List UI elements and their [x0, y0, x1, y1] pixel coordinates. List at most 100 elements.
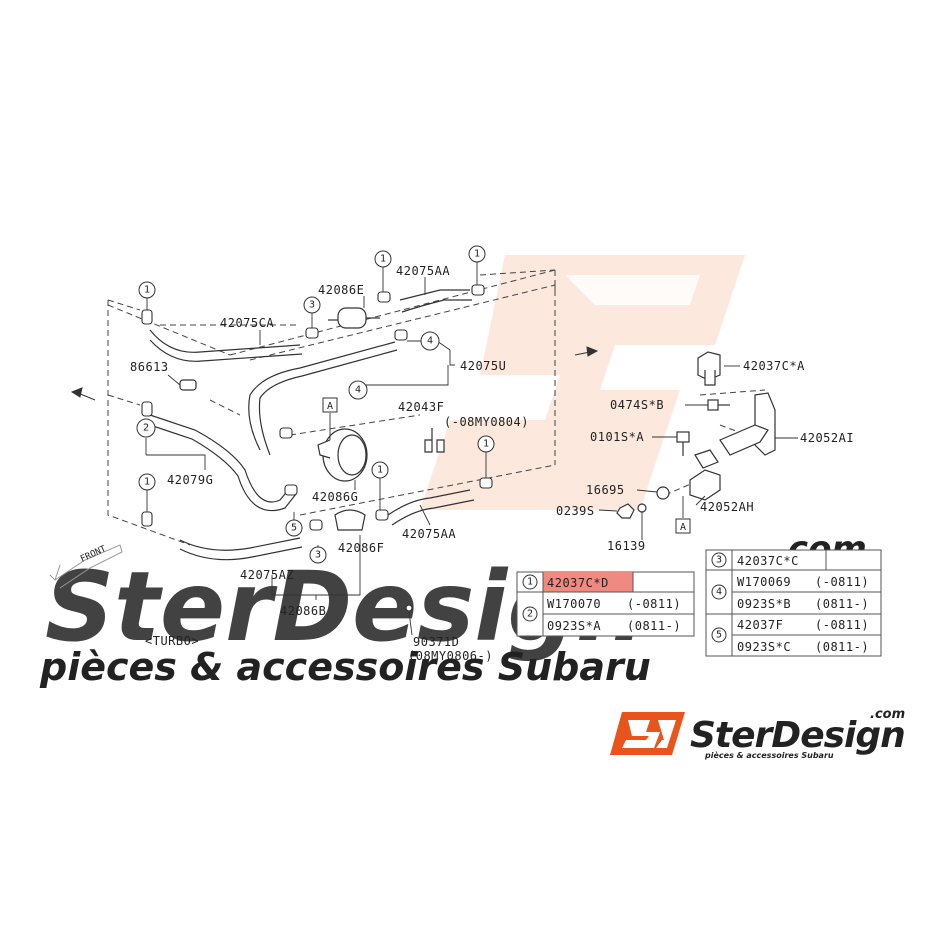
label-42043f-note: (-08MY0804)	[444, 415, 529, 429]
label-42086f: 42086F	[338, 541, 384, 555]
callout-1: 1	[138, 473, 156, 491]
table-right: 3 4 5 42037C*C W170069 (-0811) 0923S*B (…	[705, 549, 882, 657]
table-right-range-4: (-0811)	[815, 618, 869, 632]
callout-1: 1	[374, 250, 392, 268]
svg-text:3: 3	[309, 300, 315, 311]
label-42086b: 42086B	[280, 604, 326, 618]
table-right-range-3: (0811-)	[815, 597, 869, 611]
brand-logo: SterDesign .com pièces & accessoires Sub…	[610, 707, 906, 760]
callout-circles: 1 3 1 1 4 4 2 1 1 1 5 3	[136, 245, 495, 564]
sd-logo-icon	[610, 712, 685, 755]
logo-brand: SterDesign	[690, 715, 905, 756]
label-42075ca: 42075CA	[220, 316, 274, 330]
table-right-range-5: (0811-)	[815, 640, 869, 654]
grommet-16695	[656, 486, 670, 500]
svg-text:1: 1	[483, 439, 489, 450]
callout-2: 2	[136, 418, 156, 438]
callout-1: 1	[477, 435, 495, 453]
connector-86613	[179, 379, 197, 391]
table-left-part-3: 0923S*A	[547, 619, 601, 633]
bracket-42052ai	[719, 392, 776, 456]
table-left-range-2: (-0811)	[627, 597, 681, 611]
callout-4: 4	[348, 380, 368, 400]
label-0239s: 0239S	[556, 504, 595, 518]
svg-text:4: 4	[427, 336, 433, 347]
label-90371d-note: (08MY0806-)	[408, 649, 493, 663]
watermark-tagline: pièces & accessoires Subaru	[39, 645, 651, 689]
callout-3: 3	[309, 546, 327, 564]
watermark-logo-mark	[420, 255, 745, 510]
label-42079g: 42079G	[167, 473, 213, 487]
table-right-ref-3: 3	[716, 555, 722, 566]
label-42086e: 42086E	[318, 283, 364, 297]
valve-42086f	[334, 509, 366, 531]
label-42075u: 42075U	[460, 359, 506, 373]
svg-text:3: 3	[315, 550, 321, 561]
table-right-ref-4: 4	[716, 587, 722, 598]
label-16139: 16139	[607, 539, 646, 553]
table-right-part-5: 0923S*C	[737, 640, 791, 654]
front-arrow-icon	[49, 544, 123, 589]
label-42052ai: 42052AI	[800, 431, 854, 445]
table-right-part-4: 42037F	[737, 618, 783, 632]
label-turbo: <TURBO>	[145, 634, 199, 648]
svg-text:A: A	[327, 401, 333, 412]
table-left-ref-2: 2	[527, 609, 533, 620]
hoses	[149, 289, 475, 561]
clips-42043f	[424, 428, 445, 453]
callout-4: 4	[420, 331, 440, 351]
nut-0239s	[616, 503, 635, 519]
table-right-part-2: W170069	[737, 575, 791, 589]
svg-text:1: 1	[380, 254, 386, 265]
label-42075aa-top: 42075AA	[396, 264, 450, 278]
label-42075aa-bottom: 42075AA	[402, 527, 456, 541]
label-42086g: 42086G	[312, 490, 358, 504]
label-42075az: 42075AZ	[240, 568, 294, 582]
table-right-range-2: (-0811)	[815, 575, 869, 589]
callout-1: 1	[371, 461, 389, 479]
table-left: 1 2 42037C*D W170070 (-0811) 0923S*A (08…	[516, 571, 695, 637]
table-left-part-1: 42037C*D	[547, 576, 609, 590]
part-labels: 42075CA 42086E 42075AA 86613 42075U 4204…	[130, 264, 854, 663]
table-right-ref-5: 5	[716, 630, 722, 641]
washer-16139	[637, 503, 647, 513]
svg-text:1: 1	[377, 465, 383, 476]
svg-text:1: 1	[474, 249, 480, 260]
bolt-0474s-b	[707, 399, 730, 411]
ref-a-boxes: A A	[322, 397, 691, 534]
table-left-highlight	[543, 572, 633, 592]
table-right-part-3: 0923S*B	[737, 597, 791, 611]
label-42052ah: 42052AH	[700, 500, 754, 514]
bracket-42037c-a	[697, 351, 721, 386]
svg-text:A: A	[680, 522, 686, 533]
svg-text:2: 2	[143, 423, 149, 434]
callout-3: 3	[303, 296, 321, 314]
svg-text:5: 5	[291, 523, 297, 534]
table-left-range-3: (0811-)	[627, 619, 681, 633]
label-16695: 16695	[586, 483, 625, 497]
callout-5: 5	[285, 519, 303, 537]
label-86613: 86613	[130, 360, 169, 374]
table-left-part-2: W170070	[547, 597, 601, 611]
logo-tagline: pièces & accessoires Subaru	[704, 750, 834, 760]
part-90371d-marker	[405, 604, 413, 612]
bolt-0101s-a	[676, 431, 690, 456]
label-42037c-a: 42037C*A	[743, 359, 805, 373]
logo-domain: .com	[870, 707, 905, 722]
ref-a-right: A	[675, 518, 691, 534]
canister-42086g	[317, 428, 368, 482]
components	[179, 307, 776, 612]
label-0101s-a: 0101S*A	[590, 430, 644, 444]
callout-1: 1	[468, 245, 486, 263]
right-arrow-icon	[586, 346, 599, 357]
label-42043f: 42043F	[398, 400, 444, 414]
label-0474s-b: 0474S*B	[610, 398, 664, 412]
table-right-part-1: 42037C*C	[737, 554, 799, 568]
valve-42086e	[328, 307, 380, 329]
left-arrow-icon	[70, 387, 83, 398]
label-90371d: 90371D	[413, 635, 459, 649]
svg-text:1: 1	[144, 285, 150, 296]
svg-text:1: 1	[144, 477, 150, 488]
table-left-ref-1: 1	[527, 577, 533, 588]
